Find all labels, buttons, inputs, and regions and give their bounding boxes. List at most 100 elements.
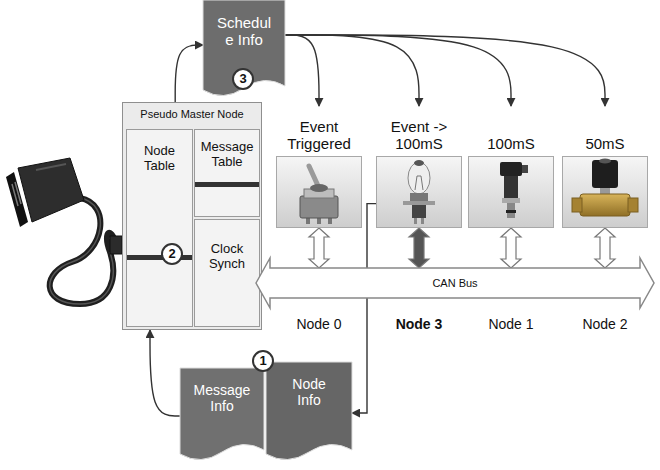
device-panel: Event Triggered	[276, 106, 362, 228]
node-text: CAN Bus	[432, 277, 477, 290]
text-holder: Pseudo Master Node	[123, 103, 261, 121]
bulb-filament	[415, 176, 423, 190]
flow-arrow	[352, 204, 376, 413]
device-frame	[276, 156, 362, 228]
document-fill	[203, 0, 285, 96]
device-frame	[562, 156, 648, 228]
flow-arrow	[175, 45, 203, 102]
callout-number: 3	[232, 68, 254, 90]
table-box: Clock Synch	[194, 219, 260, 327]
bulb-picture	[403, 160, 435, 224]
bus-link-arrow	[501, 228, 521, 268]
node-text: Node Table	[130, 144, 189, 174]
valve-stem	[600, 188, 610, 194]
flow-arrow	[285, 35, 605, 106]
table-bar	[195, 182, 259, 187]
obd-grip	[36, 164, 66, 170]
valve-cap	[599, 159, 611, 164]
valve-port	[628, 198, 638, 212]
injector-picture	[500, 162, 528, 218]
obd-connector-face	[6, 172, 28, 227]
device-frame	[376, 156, 462, 228]
document-shape: Node Info	[266, 362, 352, 464]
frame-ground	[376, 156, 462, 228]
valve-body	[580, 194, 630, 216]
text-holder: Message Info	[180, 368, 264, 414]
bulb-socket	[412, 205, 426, 218]
node-label: Node 1	[488, 316, 533, 332]
text-holder: Event Triggered	[276, 112, 362, 152]
node-text: 100mS	[468, 135, 554, 152]
device-panel: Event -> 100mS	[376, 106, 462, 228]
text-holder: Event -> 100mS	[376, 112, 462, 152]
text-holder: 100mS	[468, 112, 554, 152]
node-text: Event Triggered	[276, 118, 362, 153]
callout-number: 1	[252, 350, 274, 372]
text-holder: Clock Synch	[195, 220, 259, 276]
device-frame	[468, 156, 554, 228]
node-text: Event -> 100mS	[376, 118, 462, 153]
frame-ground	[276, 156, 362, 228]
text-holder: CAN Bus	[270, 268, 640, 298]
node-text: Node Info	[282, 376, 336, 408]
frame-ground	[562, 156, 648, 228]
obd-cable-picture	[6, 158, 122, 304]
document-shape: Message Info	[180, 368, 264, 464]
cable	[50, 198, 114, 304]
text-holder: Message Table	[195, 130, 259, 174]
valve-coil	[592, 160, 618, 188]
device-frames	[276, 156, 648, 228]
injector-clip	[522, 165, 528, 173]
can-bus-arrow: CAN Bus	[270, 268, 640, 298]
bulb-base	[410, 193, 428, 201]
callout-number: 2	[161, 243, 183, 265]
device-panel: 50mS	[562, 106, 648, 228]
switch-base	[300, 196, 338, 218]
bulb-pin	[414, 218, 417, 224]
obd-pins	[12, 182, 21, 206]
document-fill	[266, 362, 352, 460]
valve-port	[572, 198, 582, 212]
node-text: Schedul e Info	[214, 14, 274, 49]
bulb-pin	[421, 218, 424, 224]
flow-arrow	[285, 35, 419, 106]
node-label: Node 0	[296, 316, 341, 332]
node-label: Node 2	[582, 316, 627, 332]
injector-connector	[500, 162, 522, 176]
cable-highlight	[50, 198, 113, 304]
text-holder: Node Info	[266, 362, 352, 408]
injector-nozzle	[507, 203, 515, 218]
table-box: Node Table	[126, 129, 193, 327]
node-text: 50mS	[562, 135, 648, 152]
injector-ring	[502, 198, 520, 203]
text-holder: Node Table	[127, 130, 192, 178]
master-node-box: Pseudo Master NodeNode Table Message Tabl…	[122, 102, 262, 330]
flow-arrow	[285, 35, 511, 106]
bus-link-arrow	[309, 228, 329, 268]
node-text: Message Info	[190, 382, 254, 414]
bulb-glass	[408, 162, 430, 194]
text-holder: Schedul e Info	[203, 0, 285, 49]
bulb-cap	[414, 160, 424, 166]
bus-link-arrow	[595, 228, 615, 268]
device-panel: 100mS	[468, 106, 554, 228]
flow-arrow	[150, 330, 180, 416]
injector-oring	[506, 210, 516, 213]
node-text: Pseudo Master Node	[127, 108, 257, 121]
node-label: Node 3	[396, 316, 443, 332]
node-text: Message Table	[198, 140, 256, 170]
can-bus-fill	[256, 258, 654, 308]
valve-picture	[572, 159, 638, 217]
bus-link-arrow	[409, 228, 429, 268]
frame-ground	[468, 156, 554, 228]
table-box: Message Table	[194, 129, 260, 217]
document-fill	[180, 368, 264, 460]
text-holder: 50mS	[562, 112, 648, 152]
toggle-switch-picture	[300, 166, 338, 224]
cable-plug	[110, 236, 122, 254]
node-text: Clock Synch	[198, 242, 256, 272]
injector-body	[504, 176, 518, 199]
switch-nut	[310, 184, 328, 192]
